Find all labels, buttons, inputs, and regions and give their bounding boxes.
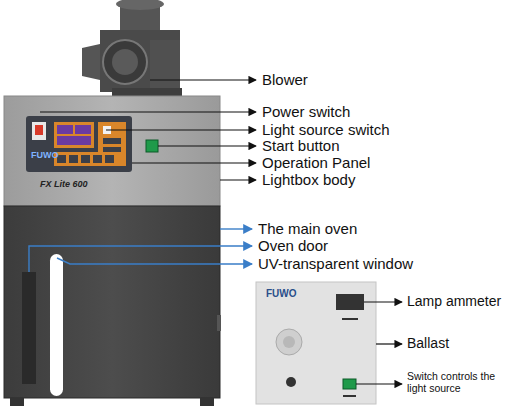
leader-lines [40, 80, 402, 384]
oven-door-handle [22, 272, 36, 384]
model-name: FX Lite 600 [40, 180, 88, 190]
uv-window [50, 254, 63, 396]
main-oven [4, 206, 220, 398]
oven-leg [200, 398, 214, 406]
start-button [146, 140, 158, 152]
part-label: Ballast [407, 336, 449, 351]
part-label: Start button [262, 138, 340, 155]
part-label: Oven door [258, 238, 328, 255]
ballast [256, 282, 376, 404]
part-label: Lightbox body [262, 172, 355, 189]
part-label: Power switch [262, 104, 350, 121]
oven-leg [10, 398, 24, 406]
part-label: UV-transparent window [258, 256, 413, 273]
part-label: Switch controls the light source [407, 371, 517, 394]
blower [82, 0, 182, 98]
part-label: The main oven [258, 221, 357, 238]
operation-panel [26, 116, 132, 172]
brand-mark: FUWO [266, 288, 297, 299]
part-label: Lamp ammeter [407, 294, 501, 309]
hinge [217, 315, 221, 331]
brand-mark: FUWO [31, 151, 59, 161]
part-label: Operation Panel [262, 155, 370, 172]
part-label: Blower [262, 72, 308, 89]
leader-lines-blue [29, 229, 252, 272]
part-label: Light source switch [262, 122, 390, 139]
